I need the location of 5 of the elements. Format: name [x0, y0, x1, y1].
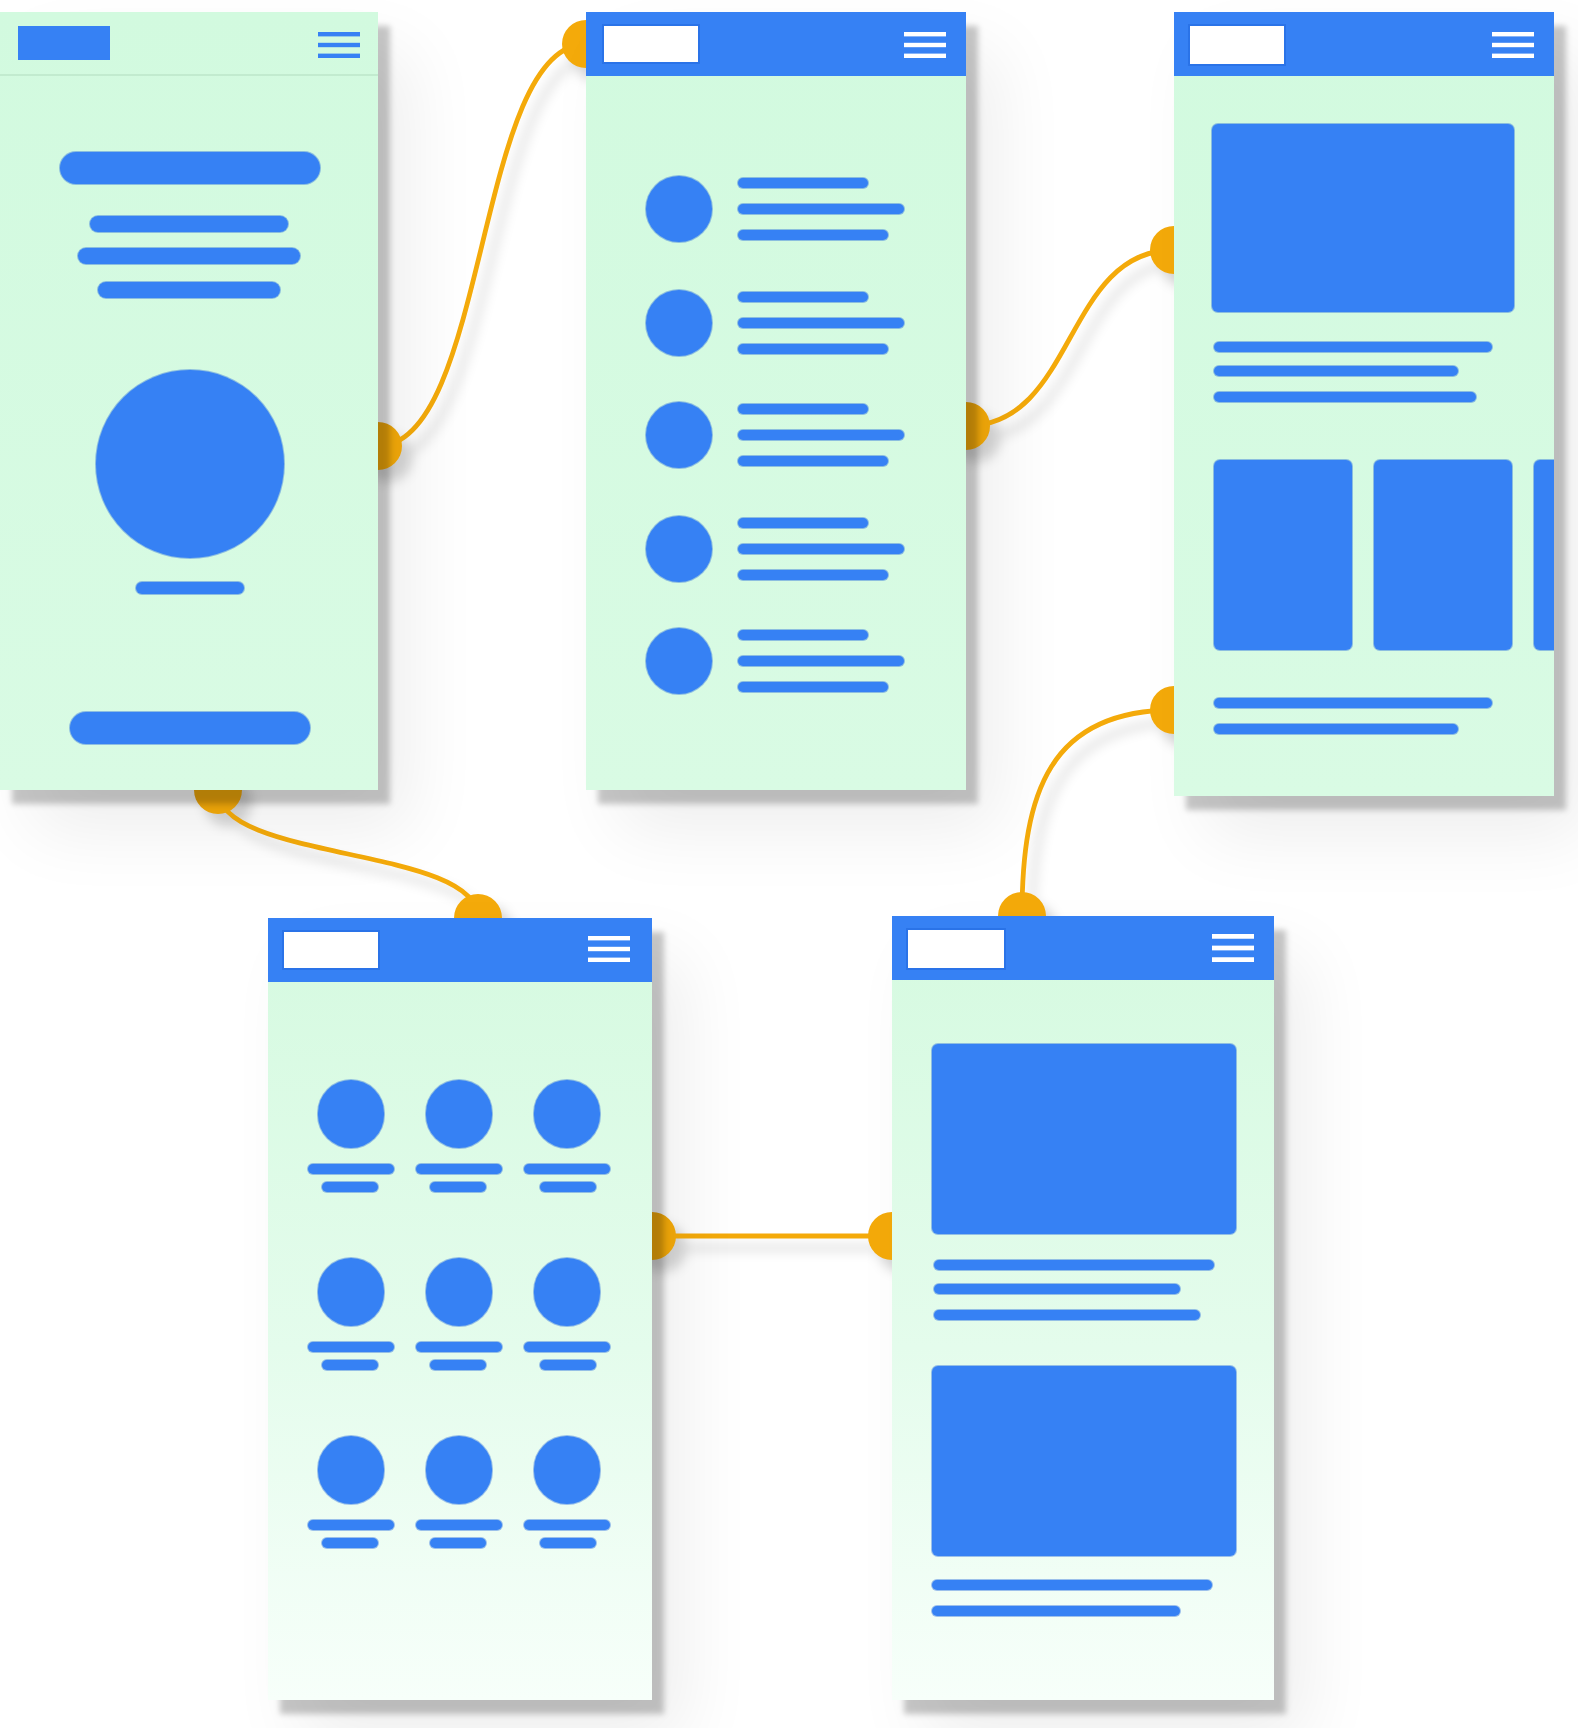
wireframe-screen	[268, 918, 652, 1700]
wireframe-screen	[892, 916, 1274, 1700]
wireframe-screen	[586, 12, 966, 790]
wireframe-screen	[1174, 12, 1554, 796]
wireframe-screen	[0, 12, 378, 790]
